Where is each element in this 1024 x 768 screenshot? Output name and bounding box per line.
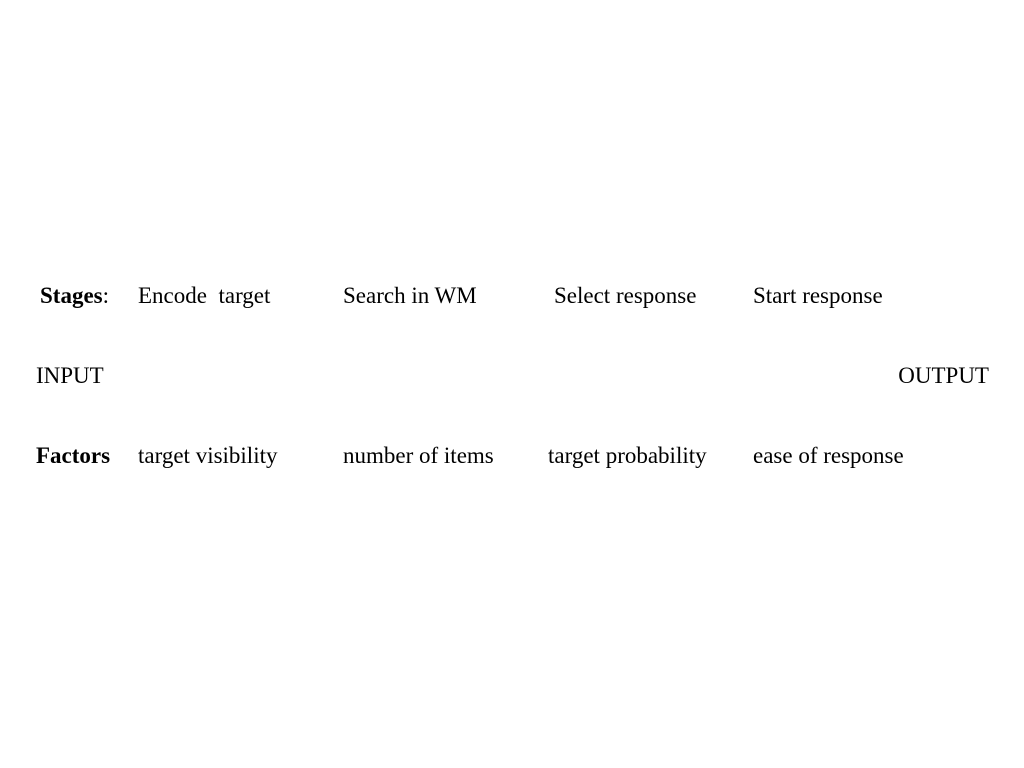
factor-target-probability: target probability	[548, 443, 707, 468]
stages-label: Stages	[40, 283, 103, 308]
factor-target-visibility: target visibility	[138, 443, 278, 468]
input-label: INPUT	[36, 363, 104, 388]
stages-heading: Stages:	[40, 282, 109, 310]
factor-ease-of-response: ease of response	[753, 443, 904, 468]
stage-search-in-wm: Search in WM	[343, 283, 477, 308]
stage-encode-target: Encode target	[138, 283, 271, 308]
factor-number-of-items: number of items	[343, 443, 494, 468]
output-label: OUTPUT	[898, 363, 989, 388]
factors-label: Factors	[36, 443, 111, 468]
stages-colon: :	[102, 283, 110, 308]
stage-select-response: Select response	[554, 283, 697, 308]
stage-start-response: Start response	[753, 283, 883, 308]
